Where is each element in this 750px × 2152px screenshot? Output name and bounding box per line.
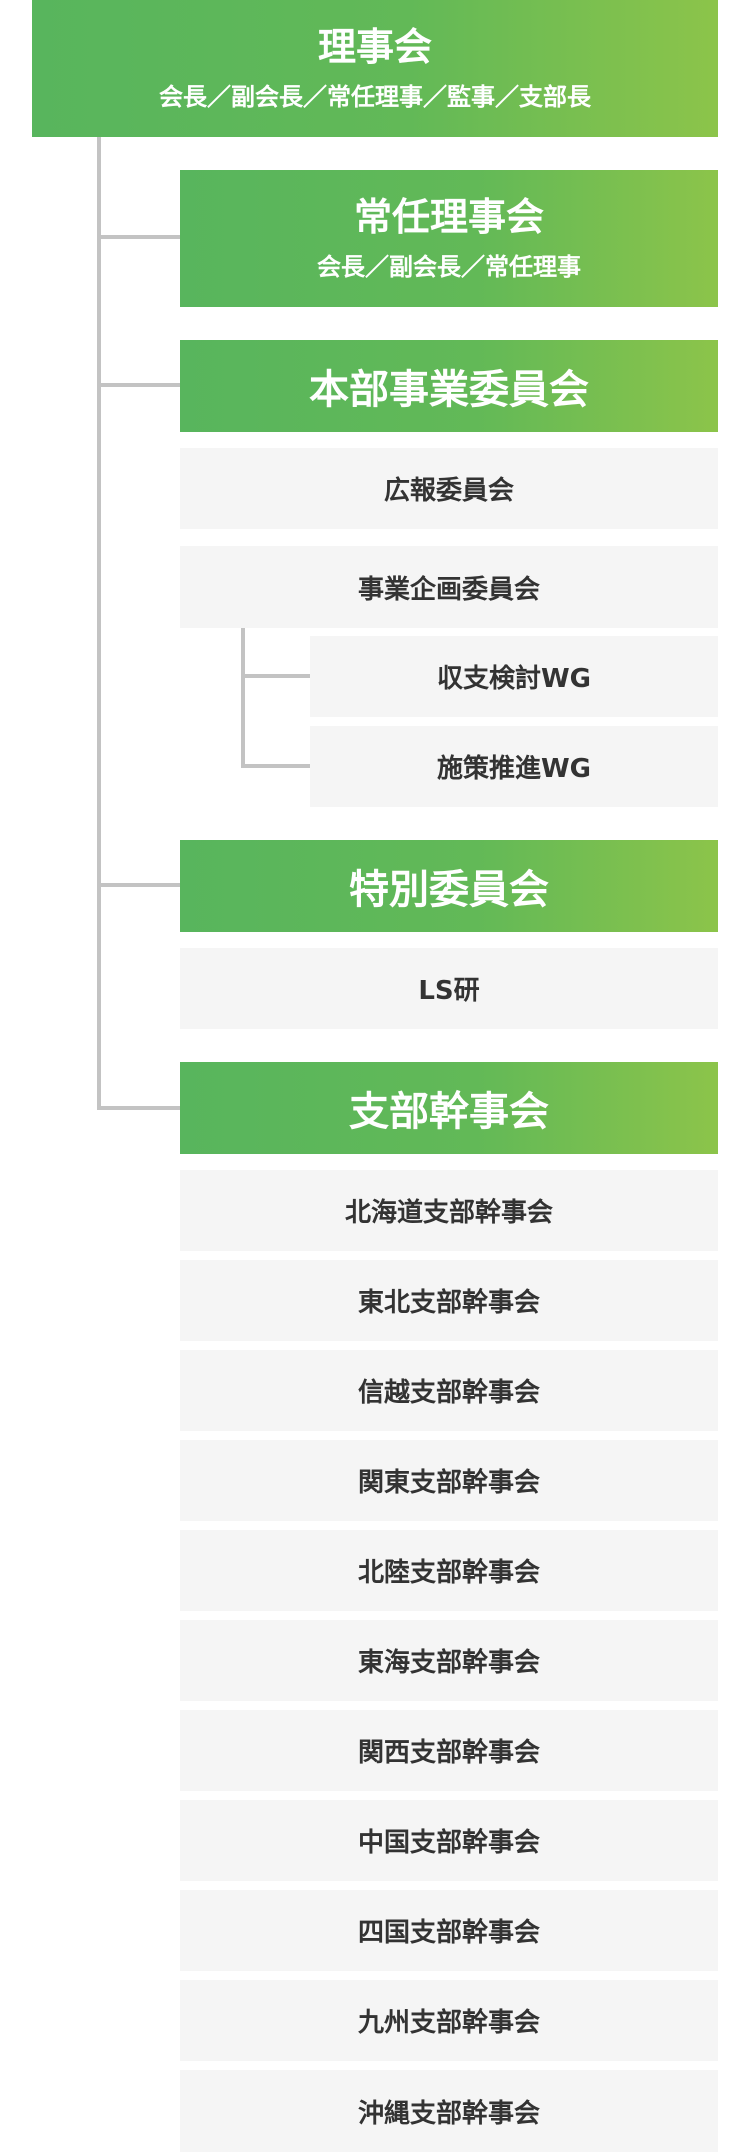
branch-item-hokkaido: 北海道支部幹事会 [180, 1170, 718, 1251]
branch-item-label: 関東支部幹事会 [357, 1468, 540, 1498]
branch-item-label: 中国支部幹事会 [357, 1828, 540, 1858]
working-group-policy: 施策推進WG [310, 726, 718, 807]
connector-branch-committees [97, 1106, 180, 1110]
working-group-label: 収支検討WG [436, 664, 592, 694]
connector-wg-1 [241, 674, 310, 678]
branch-item-label: 東海支部幹事会 [357, 1648, 540, 1678]
branch-item-label: 北陸支部幹事会 [357, 1558, 540, 1588]
committee-item-planning: 事業企画委員会 [180, 546, 718, 628]
standing-board-title: 常任理事会 [353, 195, 544, 240]
special-committee-ls: LS研 [180, 948, 718, 1029]
hq-committees-title: 本部事業委員会 [309, 367, 589, 413]
branch-item-chugoku: 中国支部幹事会 [180, 1800, 718, 1881]
board-title: 理事会 [317, 25, 432, 70]
branch-item-label: 関西支部幹事会 [357, 1738, 540, 1768]
committee-item-pr: 広報委員会 [180, 448, 718, 529]
branch-item-kyushu: 九州支部幹事会 [180, 1980, 718, 2061]
main-vertical-connector [97, 137, 101, 1110]
connector-standing-board [97, 235, 180, 239]
branch-committees-title: 支部幹事会 [349, 1089, 549, 1135]
standing-board-box: 常任理事会 会長／副会長／常任理事 [180, 170, 718, 307]
standing-board-members: 会長／副会長／常任理事 [317, 252, 581, 281]
branch-item-shikoku: 四国支部幹事会 [180, 1890, 718, 1971]
working-group-budget: 収支検討WG [310, 636, 718, 717]
special-committee-label: LS研 [418, 976, 480, 1006]
branch-item-label: 信越支部幹事会 [357, 1378, 540, 1408]
working-group-label: 施策推進WG [436, 754, 592, 784]
branch-item-label: 東北支部幹事会 [357, 1288, 540, 1318]
committee-item-label: 広報委員会 [383, 476, 514, 506]
board-members: 会長／副会長／常任理事／監事／支部長 [159, 82, 591, 111]
branch-item-label: 四国支部幹事会 [357, 1918, 540, 1948]
branch-item-kanto: 関東支部幹事会 [180, 1440, 718, 1521]
branch-item-shinetsu: 信越支部幹事会 [180, 1350, 718, 1431]
connector-wg-2 [241, 764, 310, 768]
branch-committees-header: 支部幹事会 [180, 1062, 718, 1154]
wg-vertical-connector [241, 628, 245, 768]
branch-item-tohoku: 東北支部幹事会 [180, 1260, 718, 1341]
connector-special-committees [97, 883, 180, 887]
connector-hq-committees [97, 383, 180, 387]
board-box: 理事会 会長／副会長／常任理事／監事／支部長 [32, 0, 718, 137]
special-committees-title: 特別委員会 [349, 867, 549, 913]
branch-item-tokai: 東海支部幹事会 [180, 1620, 718, 1701]
committee-item-label: 事業企画委員会 [357, 574, 540, 605]
special-committees-header: 特別委員会 [180, 840, 718, 932]
hq-committees-header: 本部事業委員会 [180, 340, 718, 432]
branch-item-kansai: 関西支部幹事会 [180, 1710, 718, 1791]
branch-item-hokuriku: 北陸支部幹事会 [180, 1530, 718, 1611]
branch-item-label: 沖縄支部幹事会 [357, 2098, 540, 2129]
branch-item-label: 北海道支部幹事会 [344, 1198, 553, 1228]
branch-item-okinawa: 沖縄支部幹事会 [180, 2070, 718, 2152]
branch-item-label: 九州支部幹事会 [357, 2008, 540, 2038]
